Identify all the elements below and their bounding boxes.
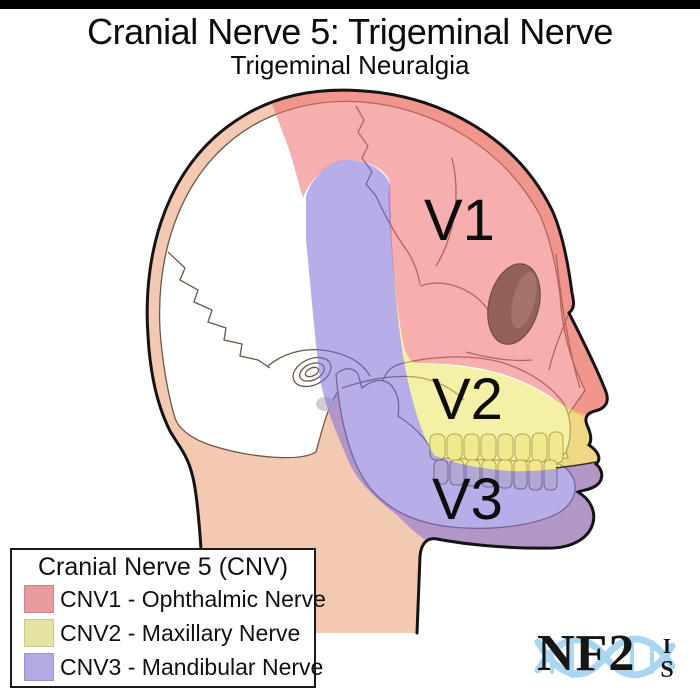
head-outline [145,88,609,635]
page-subtitle: Trigeminal Neuralgia [230,50,470,80]
cnv2-label: CNV2 - Maxillary Nerve [60,619,301,646]
top-black-bar [0,0,700,9]
legend-item-cnv3: CNV3 - Mandibular Nerve [24,650,323,684]
cnv3-swatch [24,653,54,681]
cnv3-label: CNV3 - Mandibular Nerve [60,653,324,680]
legend-title: Cranial Nerve 5 (CNV) [37,553,289,581]
page-title: Cranial Nerve 5: Trigeminal Nerve [87,11,613,52]
v3-region [306,160,608,560]
v2-region [388,196,608,472]
v2-label: V2 [432,367,503,432]
eye-socket [487,263,541,345]
logo-stack-bottom: S [660,657,674,683]
cnv2-swatch [24,619,54,647]
logo-stack: I S [656,634,678,683]
cnv1-swatch [24,585,54,613]
legend-box: Cranial Nerve 5 (CNV) CNV1 - Ophthalmic … [10,548,326,688]
legend-item-cnv1: CNV1 - Ophthalmic Nerve [24,582,326,616]
dna-helix-icon [534,635,676,679]
mouth-line [555,461,597,469]
logo-stack-top: I [662,634,672,658]
logo-text: NF2 [537,625,636,682]
v3-label: V3 [432,467,503,532]
v1-label: V1 [424,188,495,253]
lambdoid-suture [167,251,271,369]
nf2-logo: NF2 I S [534,620,684,696]
cnv1-label: CNV1 - Ophthalmic Nerve [60,585,326,612]
legend-item-cnv2: CNV2 - Maxillary Nerve [24,616,314,650]
